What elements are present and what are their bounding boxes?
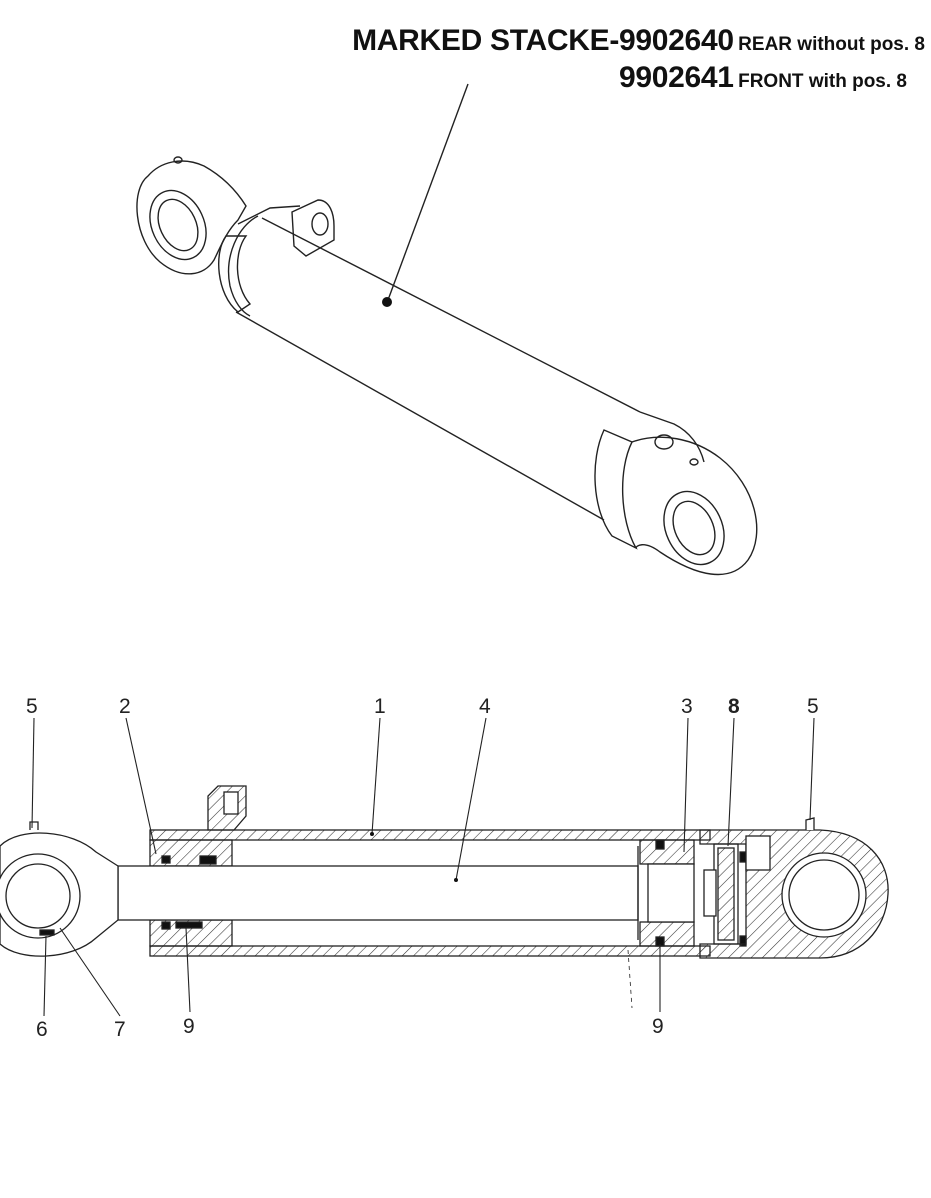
- callout-5-left: 5: [26, 695, 38, 718]
- piston-core: [647, 863, 695, 923]
- rear-eye-bore-outer: [149, 189, 207, 261]
- callout-8: 8: [728, 695, 740, 718]
- callout-9-left: 9: [183, 1015, 195, 1038]
- barrel-bottom-wall: [149, 945, 711, 957]
- callout-4: 4: [479, 695, 491, 718]
- title-line-1: MARKED STACKE-9902640 REAR without pos. …: [352, 24, 925, 58]
- rod-eye-bore-inner: [5, 863, 71, 929]
- rear-description: REAR without pos. 8: [738, 34, 925, 55]
- callout-1: 1: [374, 695, 386, 718]
- title-line-2: 9902641 FRONT with pos. 8: [619, 61, 907, 95]
- piston-rod: [117, 865, 639, 921]
- rod-eye-grease-nipple: [29, 821, 39, 830]
- section-view: [0, 785, 889, 1009]
- callout-6: 6: [36, 1018, 48, 1041]
- part-number-front: 9902641: [618, 61, 734, 94]
- seal: [161, 921, 171, 930]
- barrel-top-edge: [261, 217, 641, 413]
- seal: [175, 921, 203, 929]
- callout-5-right: 5: [807, 695, 819, 718]
- seal: [39, 929, 55, 936]
- front-grease-nipple: [689, 458, 699, 466]
- seal: [655, 839, 665, 850]
- bottom-eye-bore-inner: [788, 859, 860, 931]
- front-head: [594, 429, 638, 550]
- barrel-bottom-edge: [235, 311, 605, 521]
- barrel-top-wall: [149, 829, 711, 841]
- seal: [739, 851, 747, 863]
- rear-end-cap: [218, 235, 252, 313]
- callout-3: 3: [681, 695, 693, 718]
- callout-7: 7: [114, 1018, 126, 1041]
- rear-grease-nipple: [173, 156, 183, 164]
- front-eye-bore-outer: [663, 490, 725, 566]
- front-eye-bore-inner: [672, 500, 716, 556]
- leader-dot: [382, 297, 392, 307]
- piston-lower: [639, 921, 695, 947]
- front-description: FRONT with pos. 8: [738, 71, 907, 92]
- part-number-rear: 9902640: [619, 24, 734, 57]
- callout-9-right: 9: [652, 1015, 664, 1038]
- seal: [161, 855, 171, 864]
- front-port-hole: [654, 434, 674, 450]
- rear-eye-bore-inner: [157, 198, 199, 252]
- isometric-cylinder-view: [136, 83, 758, 576]
- bottom-port: [745, 835, 771, 871]
- callout-leaders: [31, 717, 815, 1017]
- piston-upper: [639, 839, 695, 865]
- seal: [199, 855, 217, 865]
- callout-dots: [370, 832, 458, 882]
- title-leader-line: [387, 83, 469, 301]
- port-hole: [311, 212, 329, 236]
- callout-2: 2: [119, 695, 131, 718]
- marked-prefix: MARKED STACKE-: [352, 24, 620, 57]
- front-eye-body: [631, 436, 758, 576]
